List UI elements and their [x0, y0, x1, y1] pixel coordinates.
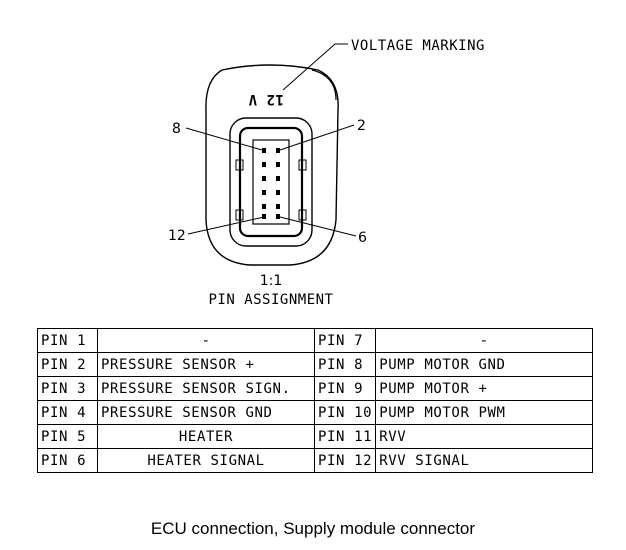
pin-number: PIN 3 [37, 376, 98, 401]
pin-number: PIN 6 [37, 448, 98, 473]
pin-number: PIN 9 [313, 376, 377, 401]
pin-contacts [262, 148, 280, 219]
pin-function: PUMP MOTOR GND [375, 352, 594, 377]
pin-number: PIN 8 [313, 352, 377, 377]
pin-number: PIN 7 [313, 328, 377, 353]
pin-function: HEATER SIGNAL [97, 448, 315, 473]
key-notch-right-top [298, 159, 307, 171]
callout-leader-pin6 [279, 216, 357, 237]
pin-function: - [97, 328, 315, 353]
callout-pin12: 12 [168, 228, 186, 244]
pin-number: PIN 12 [313, 448, 377, 473]
key-notch-right-bottom [298, 209, 307, 221]
table-row: PIN 5 HEATER PIN 11 RVV [37, 424, 594, 449]
pin-function: PUMP MOTOR PWM [375, 400, 594, 425]
pin-function: PRESSURE SENSOR SIGN. [97, 376, 315, 401]
connector-latch [311, 69, 337, 101]
voltage-embossed-text: 12 V [248, 91, 284, 107]
figure-caption: ECU connection, Supply module connector [150, 519, 476, 538]
table-row: PIN 6 HEATER SIGNAL PIN 12 RVV SIGNAL [37, 448, 594, 473]
connector-drawing: VOLTAGE MARKING 12 V 8 2 12 6 1:1 PIN AS… [168, 38, 485, 308]
callout-pin2: 2 [357, 118, 366, 134]
table-row: PIN 2 PRESSURE SENSOR + PIN 8 PUMP MOTOR… [37, 352, 594, 377]
pin-function: - [375, 328, 594, 353]
key-notch-left-bottom [235, 209, 244, 221]
connector-receptacle-inner [238, 126, 304, 238]
pin-number: PIN 5 [37, 424, 98, 449]
diagram-scale: 1:1 [260, 273, 283, 289]
pin-function: PRESSURE SENSOR GND [97, 400, 315, 425]
key-notch-left-top [235, 159, 244, 171]
connector-housing [205, 64, 339, 266]
pin-function: PRESSURE SENSOR + [97, 352, 315, 377]
table-row: PIN 4 PRESSURE SENSOR GND PIN 10 PUMP MO… [37, 400, 594, 425]
voltage-marking-leader [282, 43, 348, 91]
callout-leader-pin12 [187, 216, 265, 235]
pin-number: PIN 4 [37, 400, 98, 425]
pin-number: PIN 2 [37, 352, 98, 377]
pin-function: PUMP MOTOR + [375, 376, 594, 401]
table-row: PIN 3 PRESSURE SENSOR SIGN. PIN 9 PUMP M… [37, 376, 594, 401]
voltage-marking-label: VOLTAGE MARKING [351, 38, 485, 54]
pin-function: RVV SIGNAL [375, 448, 594, 473]
callout-pin8: 8 [172, 121, 181, 137]
pin-number: PIN 10 [313, 400, 377, 425]
callout-leader-pin8 [185, 127, 263, 151]
callout-leader-pin2 [279, 124, 355, 151]
pin-assignment-table: PIN 1 - PIN 7 - PIN 2 PRESSURE SENSOR + … [37, 328, 594, 473]
connector-receptacle-outer [229, 117, 313, 247]
pin-function: RVV [375, 424, 594, 449]
pin-block [252, 139, 290, 225]
callout-pin6: 6 [358, 230, 367, 246]
pin-number: PIN 1 [37, 328, 98, 353]
table-row: PIN 1 - PIN 7 - [37, 328, 594, 353]
diagram-title: PIN ASSIGNMENT [208, 292, 333, 308]
pin-function: HEATER [97, 424, 315, 449]
pin-number: PIN 11 [313, 424, 377, 449]
